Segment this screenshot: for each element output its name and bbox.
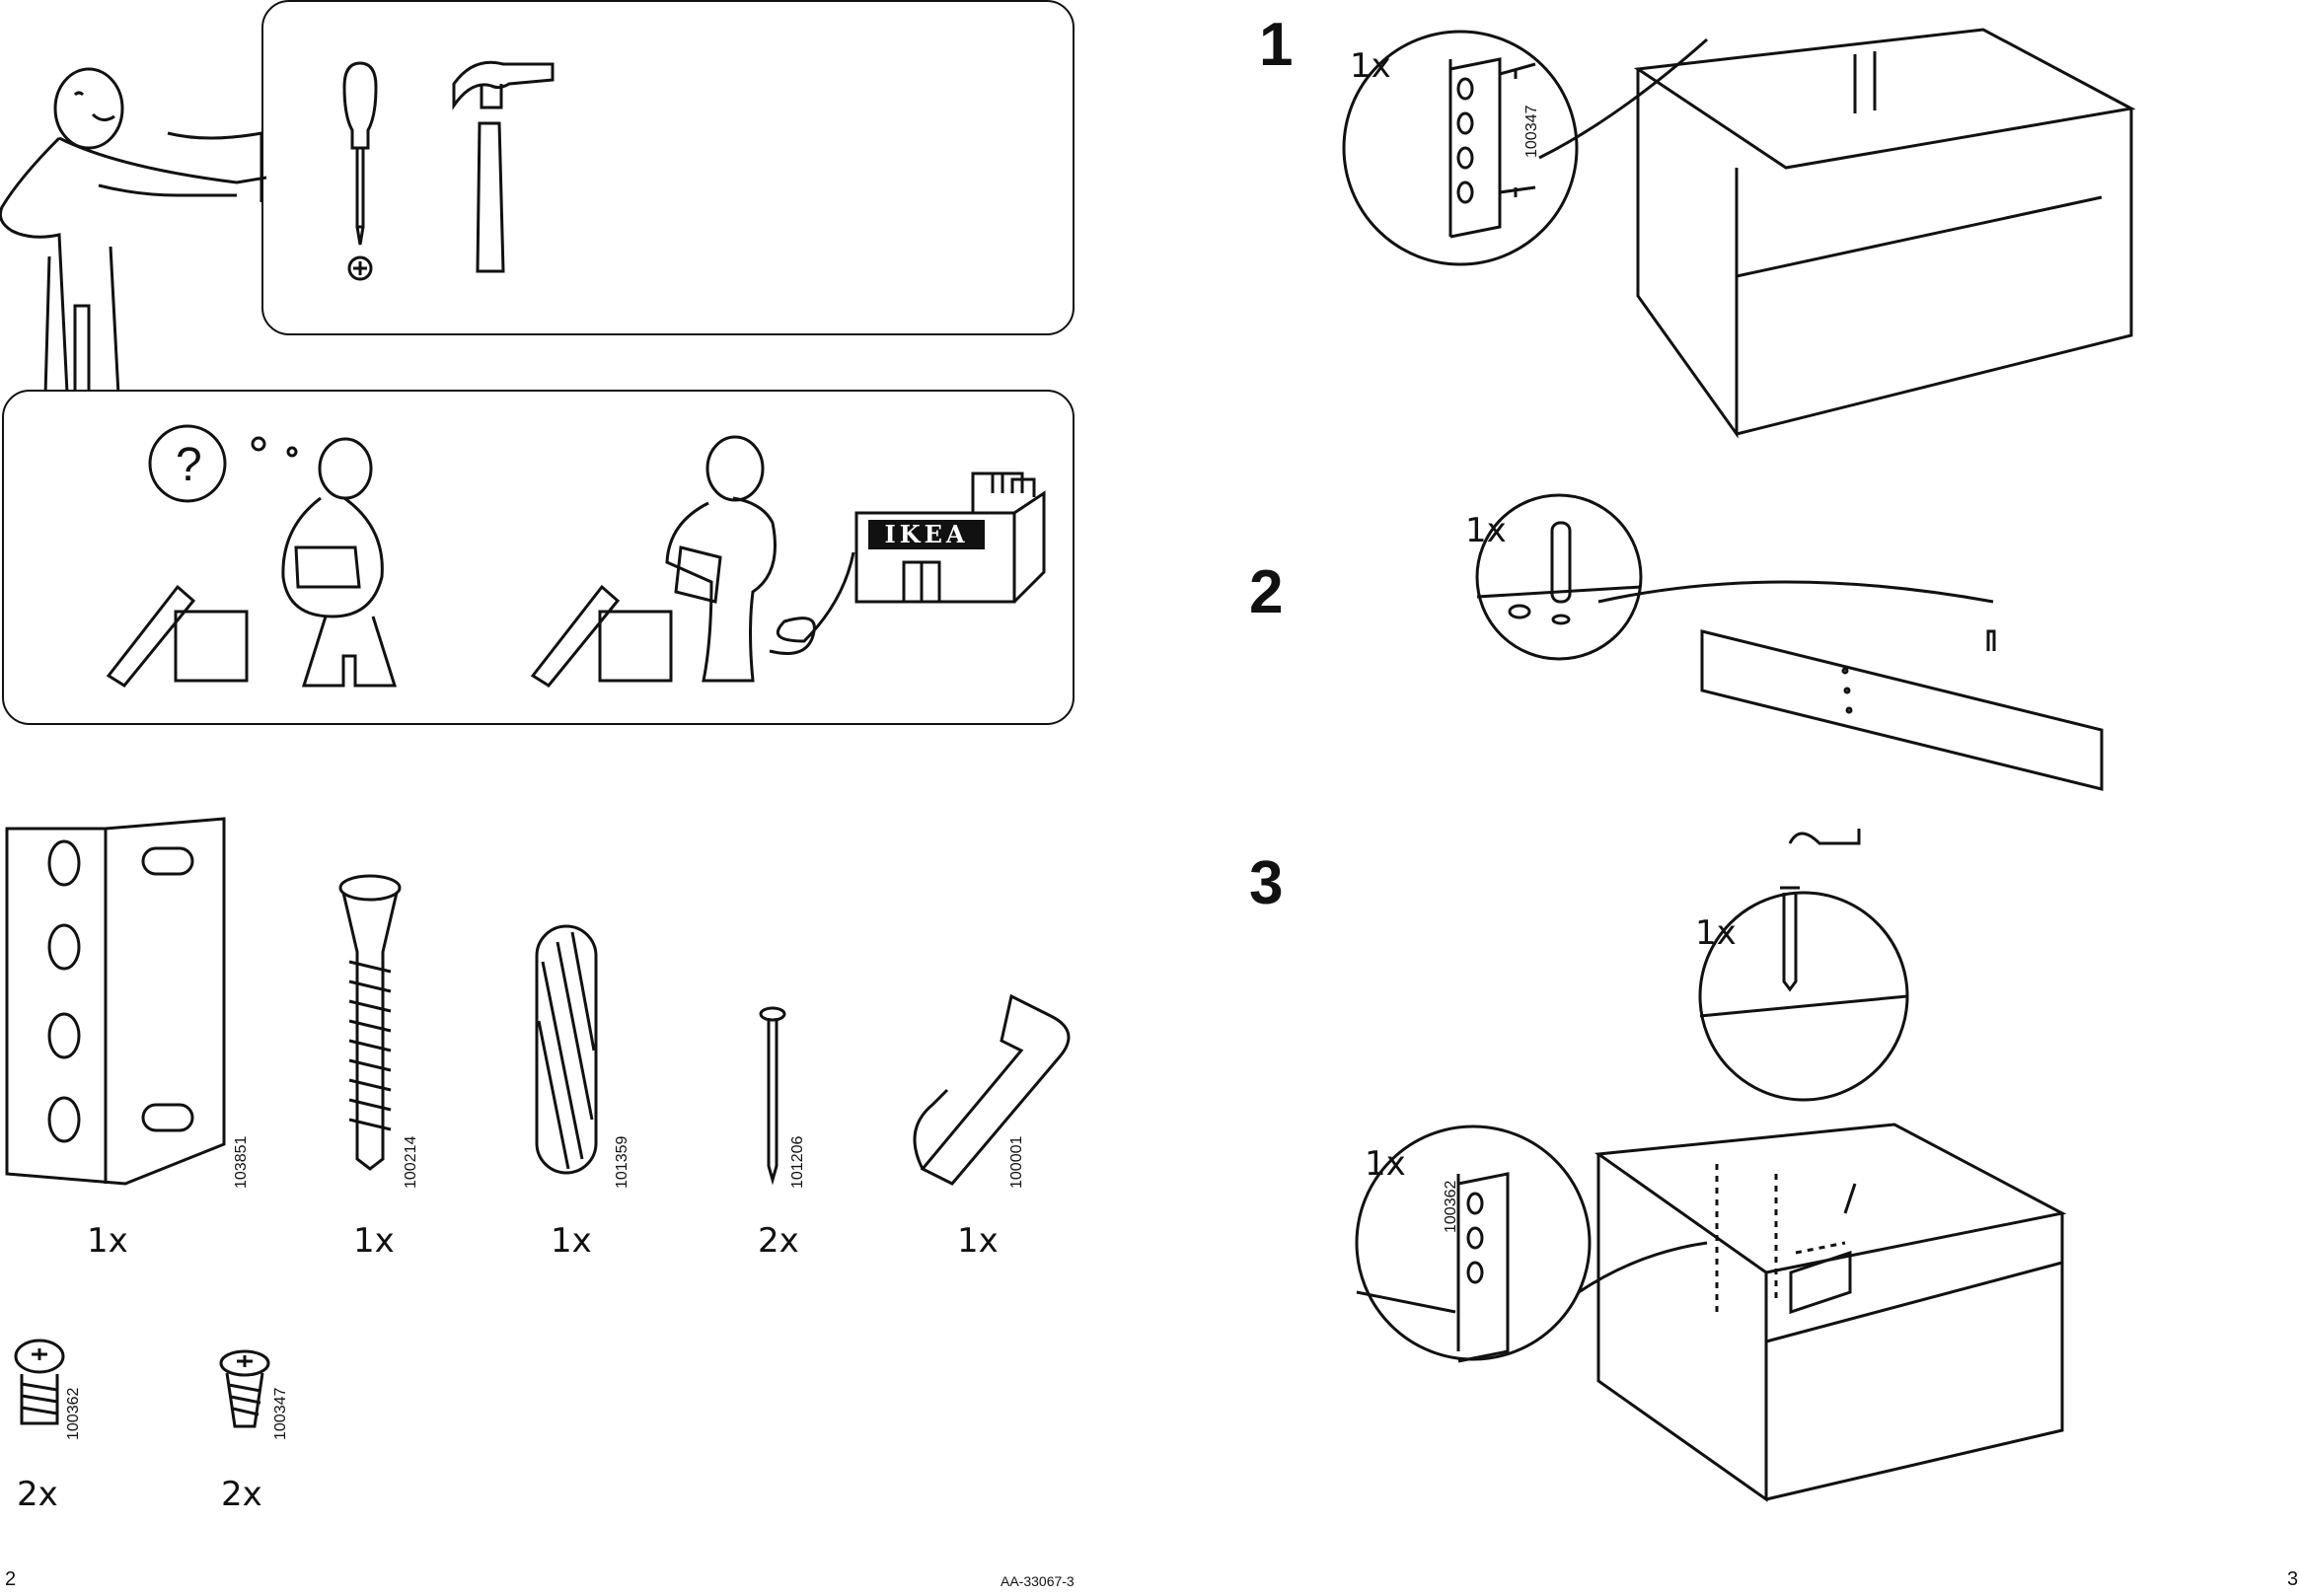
- tools-panel: [261, 0, 1075, 335]
- step-1-number: 1: [1259, 11, 1294, 79]
- right-page-number: 3: [2287, 1568, 2299, 1590]
- code-short-screw-b: 100347: [272, 1387, 289, 1440]
- code-corner-bracket: 103851: [233, 1135, 250, 1189]
- phoning-character-icon: [533, 419, 858, 686]
- short-screw-a-icon: [12, 1337, 71, 1435]
- step-1-detail-circle: [1342, 30, 1579, 266]
- step-3-code: 100362: [1443, 1180, 1459, 1233]
- code-short-screw-a: 100362: [65, 1387, 82, 1440]
- step-3-qty-bottom: 1x: [1365, 1144, 1406, 1184]
- step-2-detail-circle: [1475, 493, 1643, 661]
- store-building-icon: [854, 464, 1052, 612]
- step-3-top-detail-circle: [1695, 843, 1912, 1110]
- long-screw-icon: [335, 873, 405, 1179]
- step-3-bottom-detail-circle: [1355, 1124, 1592, 1361]
- step-2-panel-icon: [1598, 533, 2013, 789]
- qty-long-screw: 1x: [353, 1221, 395, 1261]
- qty-allen-key: 1x: [957, 1221, 999, 1261]
- step-2-number: 2: [1249, 558, 1284, 626]
- nail-icon: [758, 1006, 787, 1184]
- step-1-cabinet-icon: [1539, 10, 2151, 444]
- confused-character-icon: ?: [109, 419, 424, 686]
- allen-key-icon: [903, 986, 1080, 1184]
- step-3-cabinet-icon: [1579, 1115, 2072, 1509]
- screwdriver-icon: [335, 59, 385, 286]
- character-pointing-icon: [0, 59, 276, 345]
- step-2-qty: 1x: [1465, 511, 1507, 550]
- store-sign: IKEA: [868, 520, 985, 549]
- short-screw-b-icon: [217, 1349, 276, 1438]
- qty-wooden-dowel: 1x: [551, 1221, 592, 1261]
- svg-text:?: ?: [176, 439, 202, 491]
- code-wooden-dowel: 101359: [614, 1135, 630, 1189]
- qty-nail: 2x: [758, 1221, 799, 1261]
- step-1-qty: 1x: [1350, 46, 1391, 86]
- qty-corner-bracket: 1x: [87, 1221, 128, 1261]
- code-long-screw: 100214: [403, 1135, 419, 1189]
- wooden-dowel-icon: [533, 922, 602, 1179]
- ikea-store: IKEA: [854, 503, 1022, 602]
- left-page-number: 2: [5, 1568, 17, 1590]
- qty-short-screw-a: 2x: [17, 1475, 58, 1514]
- code-nail: 101206: [789, 1135, 806, 1189]
- corner-bracket-icon: [5, 799, 232, 1184]
- hammer-icon: [444, 54, 553, 281]
- qty-short-screw-b: 2x: [221, 1475, 262, 1514]
- code-allen-key: 100001: [1008, 1135, 1025, 1189]
- document-id: AA-33067-3: [1001, 1573, 1075, 1589]
- step-3-number: 3: [1249, 849, 1284, 917]
- step-3-qty-top: 1x: [1695, 913, 1737, 953]
